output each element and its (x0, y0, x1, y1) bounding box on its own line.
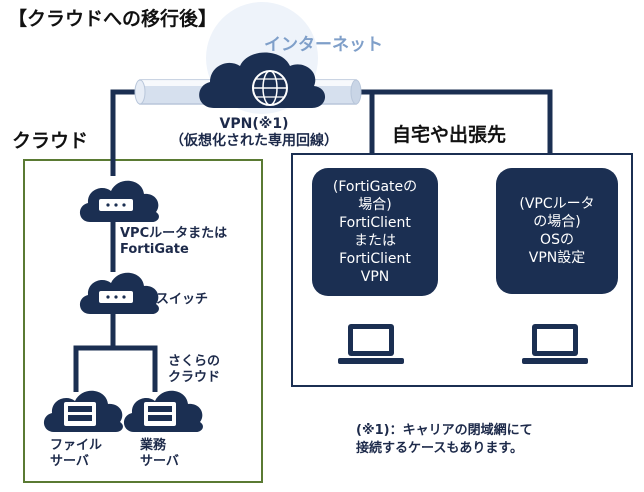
business-server-label-line1: 業務 (140, 438, 167, 453)
cloud-section-box (23, 159, 263, 483)
business-server-label: 業務 サーバ (140, 438, 179, 470)
internet-cloud-icon (199, 52, 326, 108)
client-1-line2: 場合) (358, 197, 392, 213)
client-box-vpc-router: (VPCルータ の場合) OSの VPN設定 (496, 168, 618, 294)
client-2-line3: OSの (540, 232, 574, 248)
client-1-line3: FortiClient (339, 215, 411, 231)
client-1-line5: FortiClient (339, 251, 411, 267)
business-server-icon (123, 390, 203, 432)
vpn-label-line1: VPN(※1) (219, 116, 289, 132)
sakura-cloud-label: さくらの クラウド (168, 354, 220, 386)
footnote-line2: 接続するケースもあります。 (356, 441, 524, 456)
router-label: VPCルータまたは FortiGate (120, 226, 227, 258)
switch-icon (79, 272, 159, 314)
client-1-line1: (FortiGateの (332, 179, 418, 195)
file-server-label-line2: サーバ (50, 454, 89, 469)
router-label-line2: FortiGate (120, 242, 189, 257)
line-pipe-to-remote-right (350, 89, 553, 154)
footnote: (※1)：キャリアの閉域網にて 接続するケースもあります。 (356, 422, 533, 458)
client-1-line4: または (354, 233, 396, 249)
line-servers-branch (73, 345, 158, 392)
laptop-icon-1 (338, 324, 404, 364)
client-2-line4: VPN設定 (528, 250, 586, 266)
page-title: 【クラウドへの移行後】 (8, 8, 218, 30)
laptop-icon-2 (522, 324, 588, 364)
sakura-label-line1: さくらの (168, 354, 221, 369)
client-2-line1: (VPCルータ (519, 196, 595, 212)
router-label-line1: VPCルータまたは (120, 226, 228, 241)
business-server-label-line2: サーバ (140, 454, 179, 469)
switch-label: スイッチ (156, 292, 209, 307)
file-server-icon (43, 390, 123, 432)
vpn-label: VPN(※1) （仮想化された専用回線） (170, 116, 338, 150)
client-box-fortigate: (FortiGateの 場合) FortiClient または FortiCli… (312, 168, 438, 296)
client-1-line6: VPN (360, 269, 390, 285)
internet-label: インターネット (264, 35, 383, 55)
vpn-label-line2: （仮想化された専用回線） (170, 133, 338, 149)
file-server-label-line1: ファイル (50, 438, 103, 453)
remote-section-label: 自宅や出張先 (392, 124, 507, 146)
remote-section-box (291, 153, 633, 387)
sakura-label-line2: クラウド (168, 370, 221, 385)
file-server-label: ファイル サーバ (50, 438, 102, 470)
footnote-line1: (※1)：キャリアの閉域網にて (356, 423, 533, 438)
client-2-line2: の場合) (533, 214, 581, 230)
cloud-section-label: クラウド (12, 130, 89, 152)
router-icon (79, 180, 159, 222)
